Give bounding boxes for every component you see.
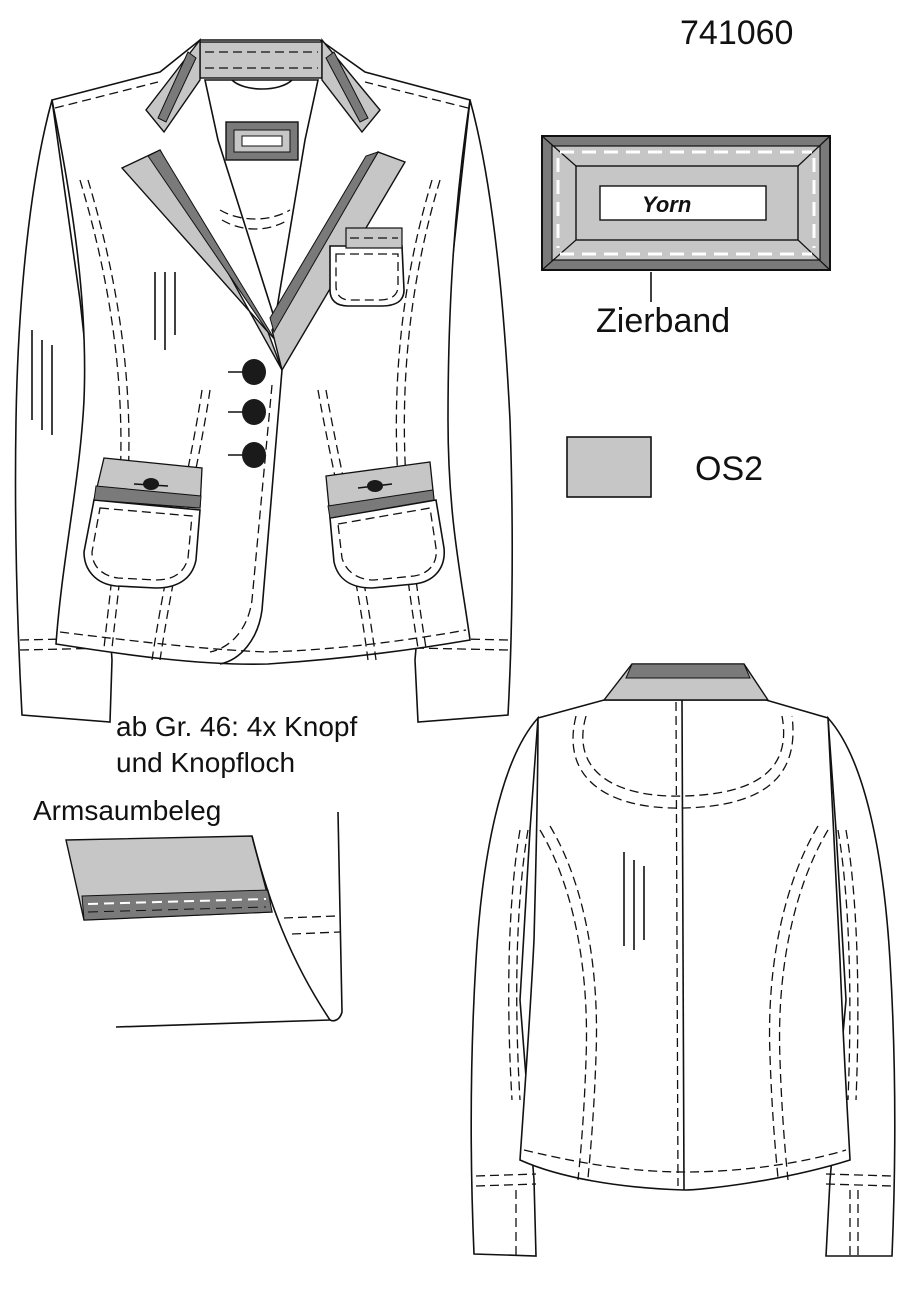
article-number: 741060: [680, 14, 793, 52]
back-yoke-seam-2: [582, 715, 785, 797]
button-1: [242, 359, 266, 385]
button-3: [242, 442, 266, 468]
princess-seam-left: [79, 179, 122, 649]
lapel-right-stripe: [269, 151, 380, 334]
zierband-detail: Yorn Zierband: [541, 135, 831, 340]
os2-swatch: [566, 436, 652, 498]
princess-seam-right-2: [395, 179, 433, 649]
neckline-seam-2: [221, 219, 289, 230]
os2-legend: OS2: [566, 436, 763, 498]
left-flap-pocket: [83, 457, 203, 589]
princess-seam-left-2: [87, 179, 130, 649]
collar-point-right-stripe: [325, 51, 369, 123]
breast-pocket: [329, 227, 405, 307]
os2-label: OS2: [695, 450, 763, 488]
front-panel-seam-left-2: [151, 389, 203, 661]
shoulder-seam-right: [364, 81, 469, 109]
left-pocket-button: [143, 478, 159, 490]
back-princess-right: [778, 829, 829, 1181]
dart-marks-left: [31, 272, 176, 435]
front-buttons: [228, 359, 266, 468]
sleeve-edge-curve: [251, 835, 331, 1021]
back-left-sleeve: [470, 715, 539, 1257]
armsaumbeleg-label: Armsaumbeleg: [33, 795, 221, 826]
princess-seam-right: [403, 179, 441, 649]
zierband-label: Zierband: [596, 302, 730, 340]
right-pocket-button: [367, 480, 383, 492]
back-princess-left: [539, 829, 588, 1181]
back-dart-marks: [623, 852, 645, 950]
shoulder-seam-left: [54, 81, 159, 109]
collar-point-left-stripe: [157, 51, 197, 123]
brand-label-text: Yorn: [642, 192, 691, 217]
sleeve-hem-line: [115, 1019, 331, 1028]
collar-band: [199, 41, 323, 79]
center-front-seam: [209, 384, 273, 653]
inner-collar-curve: [231, 79, 293, 90]
hem-facing-stripe: [81, 889, 273, 921]
back-hem-seam: [523, 1149, 847, 1173]
right-cuff-seam-2: [414, 647, 509, 651]
neckline-seam: [219, 209, 291, 220]
jacket-front-view: [14, 37, 513, 723]
button-note-line1: ab Gr. 46: 4x Knopf: [116, 711, 357, 742]
brand-label-box: [599, 185, 767, 221]
back-princess-left-2: [549, 825, 598, 1179]
sleeve-outer-line: [329, 811, 343, 1022]
armsaumbeleg-detail: Armsaumbeleg: [33, 795, 343, 1028]
front-panel-seam-left: [159, 389, 211, 661]
back-yoke-seam: [572, 715, 794, 809]
center-front-edge: [219, 369, 283, 665]
button-note-line2: und Knopfloch: [116, 747, 295, 778]
jacket-back-view: [470, 663, 896, 1257]
front-hem-seam: [59, 629, 467, 653]
back-collar-stripe: [625, 663, 751, 679]
back-body: [519, 699, 851, 1191]
button-2: [242, 399, 266, 425]
right-flap-pocket: [325, 461, 445, 589]
back-princess-right-2: [768, 825, 819, 1179]
center-back-seam: [681, 699, 685, 1191]
